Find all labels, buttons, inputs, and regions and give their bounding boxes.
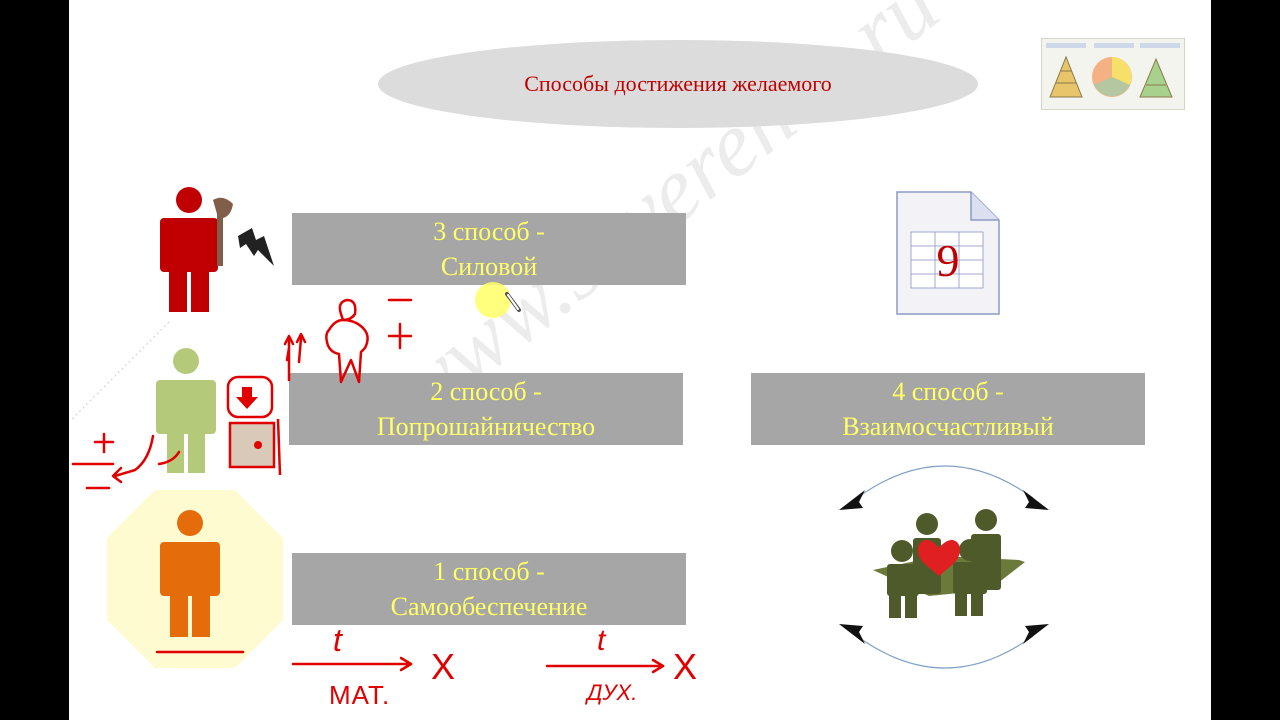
spiritual-annotation: ДУХ. [587, 680, 638, 705]
time-annotation-1: t [333, 622, 342, 658]
way-3-number: 3 способ - [433, 217, 545, 246]
material-annotation: МАТ. [329, 680, 391, 710]
person-with-axe-icon [160, 187, 233, 312]
plus-minus-arrow-annotation [71, 432, 181, 490]
way-2-name: Попрошайничество [376, 412, 596, 441]
way-1-number: 1 способ - [433, 557, 545, 586]
donation-box-icon [226, 375, 282, 476]
underline-annotation [155, 650, 245, 654]
way-4-number: 4 способ - [892, 377, 1004, 406]
circular-arrows-icon [839, 465, 1049, 669]
way-2-number: 2 способ - [430, 377, 542, 406]
way-4-name: Взаимосчастливый [842, 412, 1054, 441]
title-ellipse: Способы достижения желаемого [378, 40, 978, 128]
arrow-annotation-2 [545, 658, 665, 674]
way-3-box: 3 способ - Силовой [292, 213, 686, 285]
x-annotation-2: X [673, 646, 698, 687]
time-annotation-2: t [597, 624, 606, 657]
arrow-annotation-1 [291, 656, 413, 672]
minus-annotation: − [389, 284, 390, 285]
plus-annotation: + [69, 0, 70, 1]
slide: www.soverenes.ru Способы достижения жела… [69, 0, 1211, 720]
pen-cursor-icon [475, 282, 521, 318]
thumbnail-image [1041, 38, 1185, 110]
person-icon [156, 348, 216, 473]
hand-drawn-figure-annotation [283, 298, 413, 384]
dotted-line [70, 321, 170, 421]
document-icon [896, 191, 1000, 315]
group-heart-icon [873, 509, 1025, 618]
x-annotation-1: X [431, 646, 456, 687]
way-2-box: 2 способ - Попрошайничество [289, 373, 683, 445]
page-title: Способы достижения желаемого [524, 71, 832, 96]
way-4-box: 4 способ - Взаимосчастливый [751, 373, 1145, 445]
way-3-name: Силовой [440, 252, 538, 281]
document-number: 9 [936, 235, 960, 286]
lightning-icon [238, 228, 274, 266]
person-icon [160, 510, 220, 637]
way-1-name: Самообеспечение [390, 592, 588, 621]
way-1-box: 1 способ - Самообеспечение [292, 553, 686, 625]
